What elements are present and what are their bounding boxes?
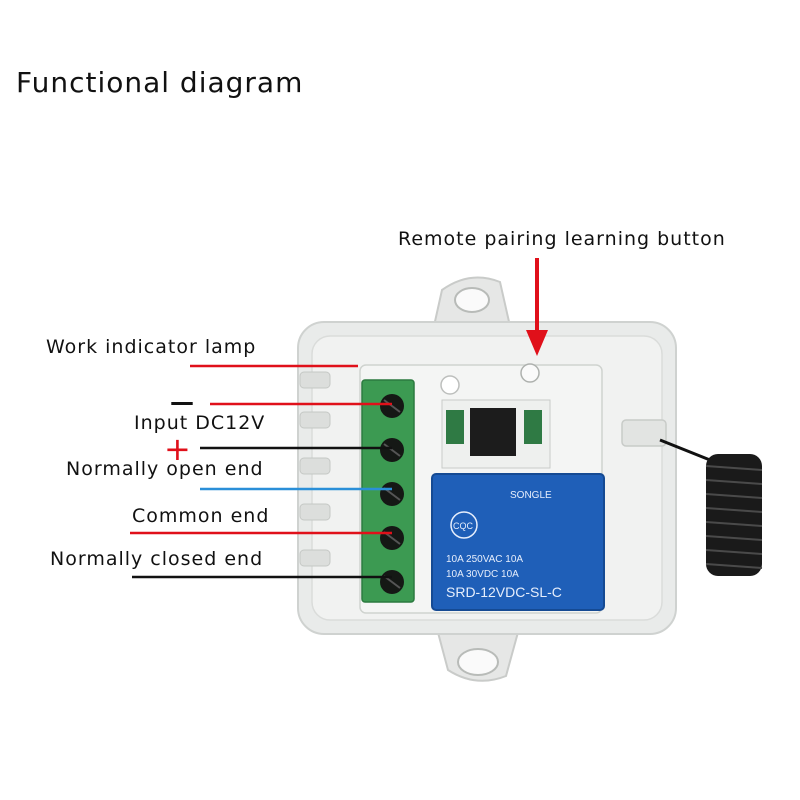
page-title: Functional diagram: [16, 66, 304, 99]
label-input: Input DC12V: [134, 412, 266, 434]
label-common: Common end: [132, 505, 270, 527]
label-normally-open: Normally open end: [66, 458, 264, 480]
label-normally-closed: Normally closed end: [50, 548, 264, 570]
relay-model: SRD-12VDC-SL-C: [446, 584, 562, 600]
minus-sign: —: [170, 388, 194, 416]
mounting-ear-bottom: [434, 624, 522, 682]
antenna-coil: [705, 454, 763, 576]
mounting-ear-top: [430, 276, 514, 336]
relay-rating-2: 10A 30VDC 10A: [446, 569, 519, 580]
relay-brand: SONGLE: [510, 490, 552, 501]
relay-cert: CQC: [453, 521, 474, 531]
pairing-arrow: [526, 258, 548, 356]
relay-rating-1: 10A 250VAC 10A: [446, 554, 523, 565]
label-pairing-button: Remote pairing learning button: [398, 228, 726, 250]
relay: SONGLE CQC 10A 250VAC 10A 10A 30VDC 10A …: [431, 473, 605, 611]
indicator-led: [440, 375, 460, 395]
plus-sign: +: [164, 430, 191, 468]
label-indicator-lamp: Work indicator lamp: [46, 336, 257, 358]
pairing-button: [520, 363, 540, 383]
